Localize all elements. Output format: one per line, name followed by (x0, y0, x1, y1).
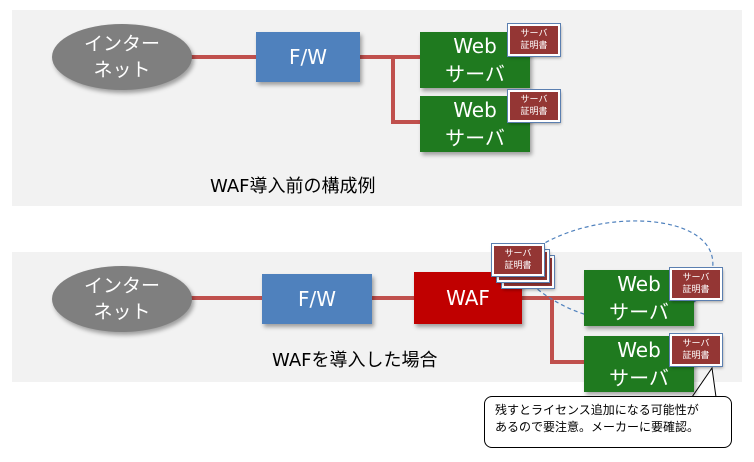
callout-line-1: 残すとライセンス追加になる可能性が (495, 403, 699, 417)
caption-before: WAF導入前の構成例 (210, 176, 376, 197)
certificate-bottom-2: サーバ 証明書 (669, 333, 723, 367)
warning-callout: 残すとライセンス追加になる可能性が あるので要注意。メーカーに要確認。 (484, 396, 732, 448)
caption-after: WAFを導入した場合 (272, 350, 438, 371)
callout-pointer (691, 366, 717, 398)
certificate-bottom-1: サーバ 証明書 (669, 267, 723, 301)
internet-cloud-top: インター ネット (52, 24, 192, 90)
certificate-waf-front: サーバ 証明書 (491, 243, 545, 277)
link-waf-web2 (550, 298, 584, 364)
waf-box: WAF (414, 272, 522, 324)
link-fw-web2-top (391, 57, 420, 124)
callout-line-2: あるので要注意。メーカーに要確認。 (495, 420, 700, 434)
certificate-top-2: サーバ 証明書 (507, 89, 561, 123)
web-server-bottom-2: Web サーバ (584, 336, 694, 392)
certificate-top-1: サーバ 証明書 (507, 23, 561, 57)
firewall-box-top: F/W (256, 32, 360, 82)
firewall-box-bottom: F/W (262, 274, 372, 324)
internet-cloud-bottom: インター ネット (52, 266, 192, 332)
